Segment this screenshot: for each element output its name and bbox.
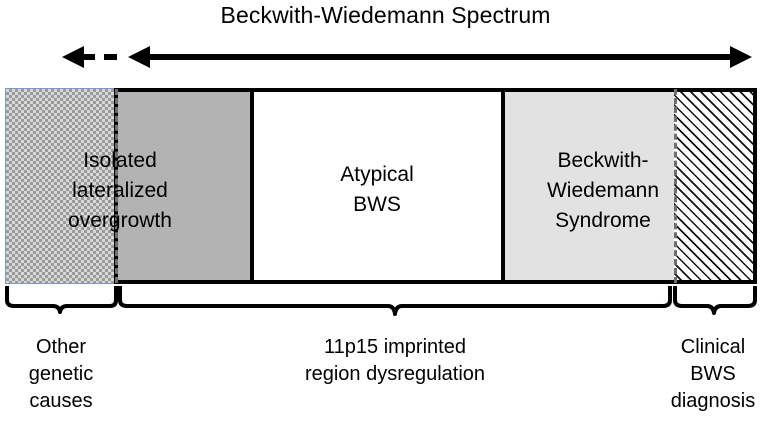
caption-clinical-bws-diagnosis: Clinical BWS diagnosis <box>651 334 771 415</box>
arrow-left-head <box>62 46 84 68</box>
bar-outline-bottom <box>114 280 757 284</box>
caption-line: BWS <box>690 363 736 385</box>
caption-other-genetic-causes: Other genetic causes <box>0 334 122 415</box>
brace-svg <box>5 286 757 316</box>
spectrum-arrow-svg <box>62 46 752 68</box>
segment-atypical-bws-fill <box>252 88 503 284</box>
divider-white-lightgray <box>501 88 505 284</box>
spectrum-bar: Isolated lateralized overgrowth Atypical… <box>5 88 757 284</box>
brace-11p15-imprinted-region-dysregulation <box>118 286 672 316</box>
brace-group <box>0 284 771 334</box>
caption-line: region dysregulation <box>304 363 486 385</box>
caption-line: 11p15 imprinted <box>324 336 466 358</box>
brace-clinical-bws-diagnosis <box>673 286 757 315</box>
spectrum-range-arrow <box>0 38 771 78</box>
caption-11p15-imprinted-region-dysregulation: 11p15 imprinted region dysregulation <box>220 334 570 388</box>
segment-isolated-lateralized-overgrowth-fill <box>116 88 252 284</box>
arrow-mid-left-head <box>128 46 150 68</box>
segment-clinical-bws-diagnosis-fill <box>674 88 757 284</box>
caption-line: genetic <box>28 363 94 385</box>
divider-dashed-right <box>674 89 677 283</box>
page-title: Beckwith-Wiedemann Spectrum <box>220 2 551 28</box>
bar-outline-top <box>114 88 757 92</box>
segment-other-genetic-fill <box>5 88 117 284</box>
divider-gray-white <box>250 88 254 284</box>
caption-line: diagnosis <box>670 390 756 412</box>
caption-line: causes <box>29 390 93 412</box>
bar-outline-right <box>753 88 757 284</box>
divider-dashed-left <box>115 89 118 283</box>
arrow-right-head <box>730 46 752 68</box>
segment-beckwith-wiedemann-syndrome-fill <box>503 88 674 284</box>
caption-line: Clinical <box>680 336 746 358</box>
caption-line: Other <box>35 336 87 358</box>
brace-other-genetic-causes <box>5 286 118 314</box>
